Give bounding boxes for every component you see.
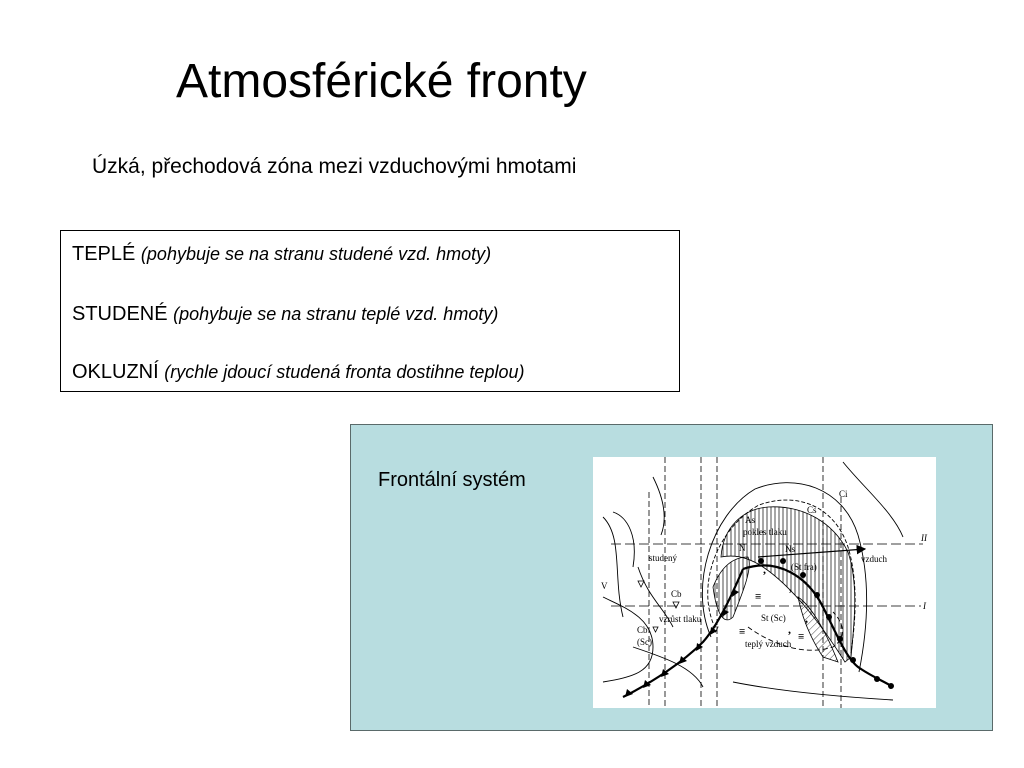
svg-text:≡: ≡ [798, 631, 804, 643]
label-ns: Ns [785, 544, 795, 554]
cb-markers [637, 580, 719, 633]
label-studeny: studený [649, 553, 677, 563]
front-type-description: (pohybuje se na stranu studené vzd. hmot… [140, 244, 492, 264]
warm-front-symbols [758, 558, 894, 689]
label-cb: Cb [671, 589, 682, 599]
front-type-warm: TEPLÉ (pohybuje se na stranu studené vzd… [72, 241, 491, 267]
label-vzduch: vzduch [861, 554, 887, 564]
front-type-description: (pohybuje se na stranu teplé vzd. hmoty) [173, 304, 499, 324]
svg-text:≡: ≡ [755, 591, 761, 603]
section-lines [648, 457, 842, 708]
frontal-system-label: Frontální systém [378, 469, 526, 491]
cloud-region-vertical-hatch [720, 506, 856, 663]
label-cb-2: Cb [637, 625, 648, 635]
cold-front-symbols [625, 589, 739, 697]
cloud-region-left-hatch [712, 556, 750, 621]
label-teply-vzduch: teplý vzduch [745, 639, 792, 649]
label-st-fra: (St fra) [791, 562, 817, 572]
label-v: V [601, 581, 608, 591]
label-section-ii: II [920, 533, 928, 543]
frontal-system-figure: , , , , ≡ ≡ ≡ Ci Cs As pokles tlaku N Ns [601, 457, 928, 708]
front-type-name: TEPLÉ [72, 243, 136, 265]
slide-subtitle: Úzká, přechodová zóna mezi vzduchovými h… [92, 155, 577, 178]
front-types-box: TEPLÉ (pohybuje se na stranu studené vzd… [60, 230, 680, 392]
front-type-occluded: OKLUZNÍ (rychle jdoucí studená fronta do… [72, 359, 524, 385]
front-type-name: OKLUZNÍ [72, 361, 159, 383]
svg-text:,: , [763, 562, 766, 576]
cold-front-line [622, 568, 745, 698]
label-section-i: I [922, 601, 927, 611]
label-st-sc: St (Sc) [761, 613, 786, 623]
frontal-system-panel: Frontální systém [350, 424, 993, 731]
frontal-system-diagram: , , , , ≡ ≡ ≡ Ci Cs As pokles tlaku N Ns [593, 457, 936, 708]
slide-title: Atmosférické fronty [176, 55, 587, 108]
front-type-description: (rychle jdoucí studená fronta dostihne t… [164, 362, 525, 382]
label-ci: Ci [839, 489, 848, 499]
label-vzrust-tlaku: vzrůst tlaku [659, 614, 702, 624]
svg-text:,: , [805, 611, 808, 625]
label-n: N [739, 543, 746, 553]
cloud-boundaries [602, 461, 904, 701]
cloud-region-diagonal-hatch [797, 596, 839, 663]
movement-arrow [757, 544, 867, 558]
svg-text:,: , [788, 622, 791, 636]
svg-text:,: , [789, 580, 792, 594]
label-sc: (Sc) [637, 637, 652, 647]
precipitation-symbols: , , , , ≡ ≡ ≡ [739, 562, 808, 643]
front-type-cold: STUDENÉ (pohybuje se na stranu teplé vzd… [72, 301, 498, 327]
svg-text:≡: ≡ [739, 626, 745, 638]
label-as: As [745, 515, 755, 525]
front-type-name: STUDENÉ [72, 303, 168, 325]
label-cs: Cs [807, 505, 817, 515]
label-pokles-tlaku: pokles tlaku [743, 527, 787, 537]
